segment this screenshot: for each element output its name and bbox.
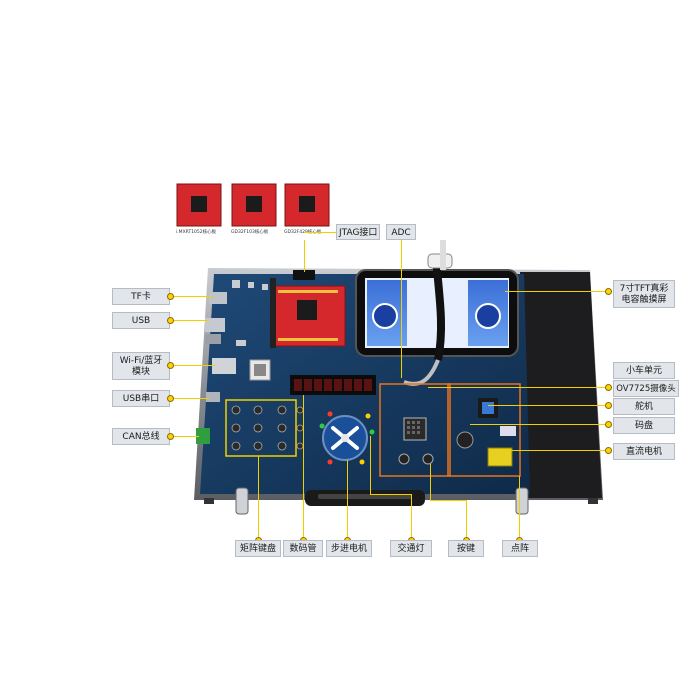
label-jtag: JTAG接口 [336,224,380,240]
core-board-caption-3: GD32F429核心板 [284,230,322,235]
label-can-bus: CAN总线 [112,428,170,445]
label-usb-serial: USB串口 [112,390,170,407]
label-key: 按键 [448,540,484,557]
label-wifi-bluetooth: Wi-Fi/蓝牙 模块 [112,352,170,380]
label-dot-matrix: 点阵 [502,540,538,557]
label-usb: USB [112,312,170,329]
digit-tube-display [290,375,376,395]
can-terminal [196,428,210,444]
jtag-header [293,270,315,280]
car-unit-area [447,383,521,477]
label-tf-card: TF卡 [112,288,170,305]
label-wifi-line1: Wi-Fi/蓝牙 [119,356,163,366]
core-board-caption-1: i.MXRT1052核心板 [176,230,217,235]
label-camera: OV7725摄像头 [613,380,679,397]
label-servo: 舵机 [613,398,675,415]
label-car-unit: 小车单元 [613,362,675,379]
label-tft-line1: 7寸TFT真彩 [619,284,669,294]
label-matrix-keypad: 矩阵键盘 [235,540,281,557]
label-digit-tube: 数码管 [283,540,323,557]
label-traffic-light: 交通灯 [390,540,432,557]
push-button-2 [422,453,434,465]
label-adc: ADC [386,224,416,240]
core-board-caption-2: GD32F103核心板 [231,230,269,235]
push-button-1 [398,453,410,465]
core-board-gallery: i.MXRT1052核心板 GD32F103核心板 GD32F429核心板 [173,182,333,240]
label-encoder: 码盘 [613,417,675,434]
label-wifi-line2: 模块 [131,367,150,377]
case-foam [520,272,602,498]
label-dc-motor: 直流电机 [613,443,675,460]
matrix-keypad-area [225,399,297,457]
label-stepper-motor: 步进电机 [326,540,372,557]
label-tft-touchscreen: 7寸TFT真彩 电容触摸屏 [613,280,675,308]
label-tft-line2: 电容触摸屏 [621,295,667,305]
